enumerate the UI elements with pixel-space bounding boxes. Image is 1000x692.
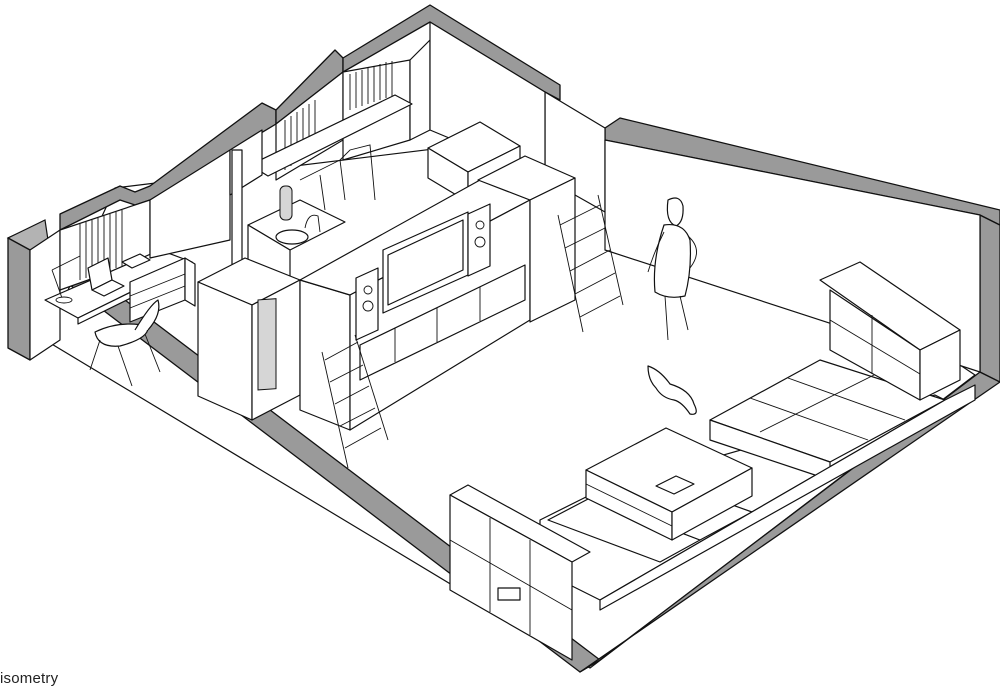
office-area [29, 199, 196, 387]
speaker-right [467, 203, 491, 277]
coffee-table [585, 427, 753, 541]
shelf-cubes-right [819, 261, 961, 401]
kitchen-area [249, 21, 553, 211]
ladder-right [557, 194, 624, 333]
sink [275, 229, 309, 245]
cat-figure [647, 365, 697, 415]
person-figure [647, 197, 697, 341]
speaker-left [355, 267, 379, 341]
drawing-caption: isometry [0, 670, 59, 687]
desk-lamp [51, 255, 81, 304]
bathroom-area [149, 129, 346, 301]
tv-partition-unit [197, 155, 576, 431]
shelf-cubes-front [449, 484, 591, 661]
office-chair [89, 299, 161, 387]
ladder-center [321, 334, 389, 469]
